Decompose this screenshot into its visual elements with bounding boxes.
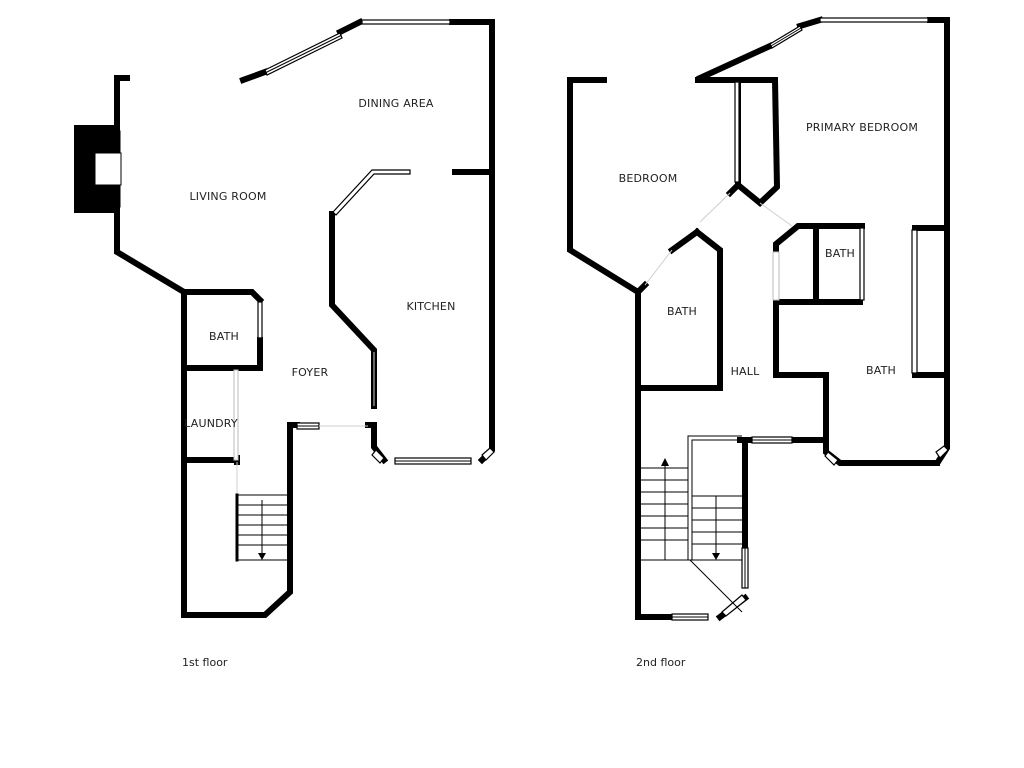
room-label-foyer: FOYER (292, 366, 329, 379)
first-floor-walls (114, 17, 495, 618)
first-floor-plan: LIVING ROOM DINING AREA KITCHEN BATH FOY… (74, 17, 495, 669)
fireplace (74, 125, 122, 213)
floor-label-second: 2nd floor (636, 656, 686, 669)
second-floor-stairs (640, 435, 743, 613)
room-label-bath-right: BATH (866, 364, 896, 377)
first-floor-stairs (235, 493, 289, 562)
second-floor-walls (567, 16, 950, 622)
room-label-hall: HALL (731, 365, 761, 378)
room-label-dining-area: DINING AREA (358, 97, 434, 110)
room-label-laundry: LAUNDRY (184, 417, 238, 430)
second-floor-plan: BEDROOM PRIMARY BEDROOM BATH BATH HALL B… (567, 16, 950, 669)
floor-label-first: 1st floor (182, 656, 228, 669)
room-label-primary-bedroom: PRIMARY BEDROOM (806, 121, 918, 134)
first-floor-windows (257, 19, 495, 465)
first-floor-openings (233, 352, 375, 495)
second-floor-windows (671, 17, 949, 621)
room-label-kitchen: KITCHEN (406, 300, 455, 313)
room-label-bath-left: BATH (667, 305, 697, 318)
second-floor-openings (644, 192, 793, 301)
room-label-bath-small: BATH (825, 247, 855, 260)
room-label-bath: BATH (209, 330, 239, 343)
room-label-bedroom: BEDROOM (619, 172, 678, 185)
room-label-living-room: LIVING ROOM (189, 190, 266, 203)
